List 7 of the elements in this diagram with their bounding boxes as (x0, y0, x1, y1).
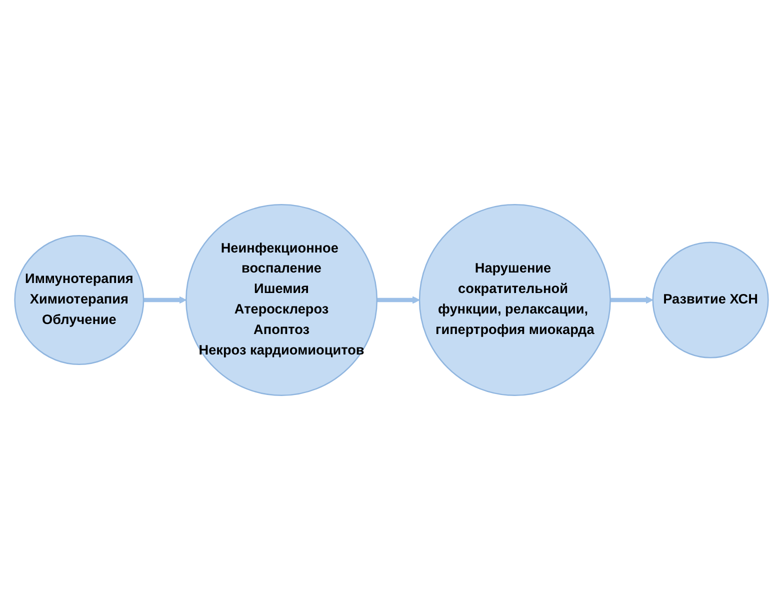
node-circle: Развитие ХСН (652, 242, 769, 358)
node-circle: Неинфекционное воспаление Ишемия Атеросклероз Апоптоз Некроз кардиомиоцитов (186, 204, 378, 396)
arrow (610, 296, 654, 304)
arrow (376, 296, 420, 304)
node-circle: Иммунотерапия Химиотерапия Облучение (14, 235, 144, 365)
arrow (144, 296, 186, 304)
node-circle: Нарушение сократительной функции, релаксации, гипертрофия миокарда (418, 204, 611, 396)
